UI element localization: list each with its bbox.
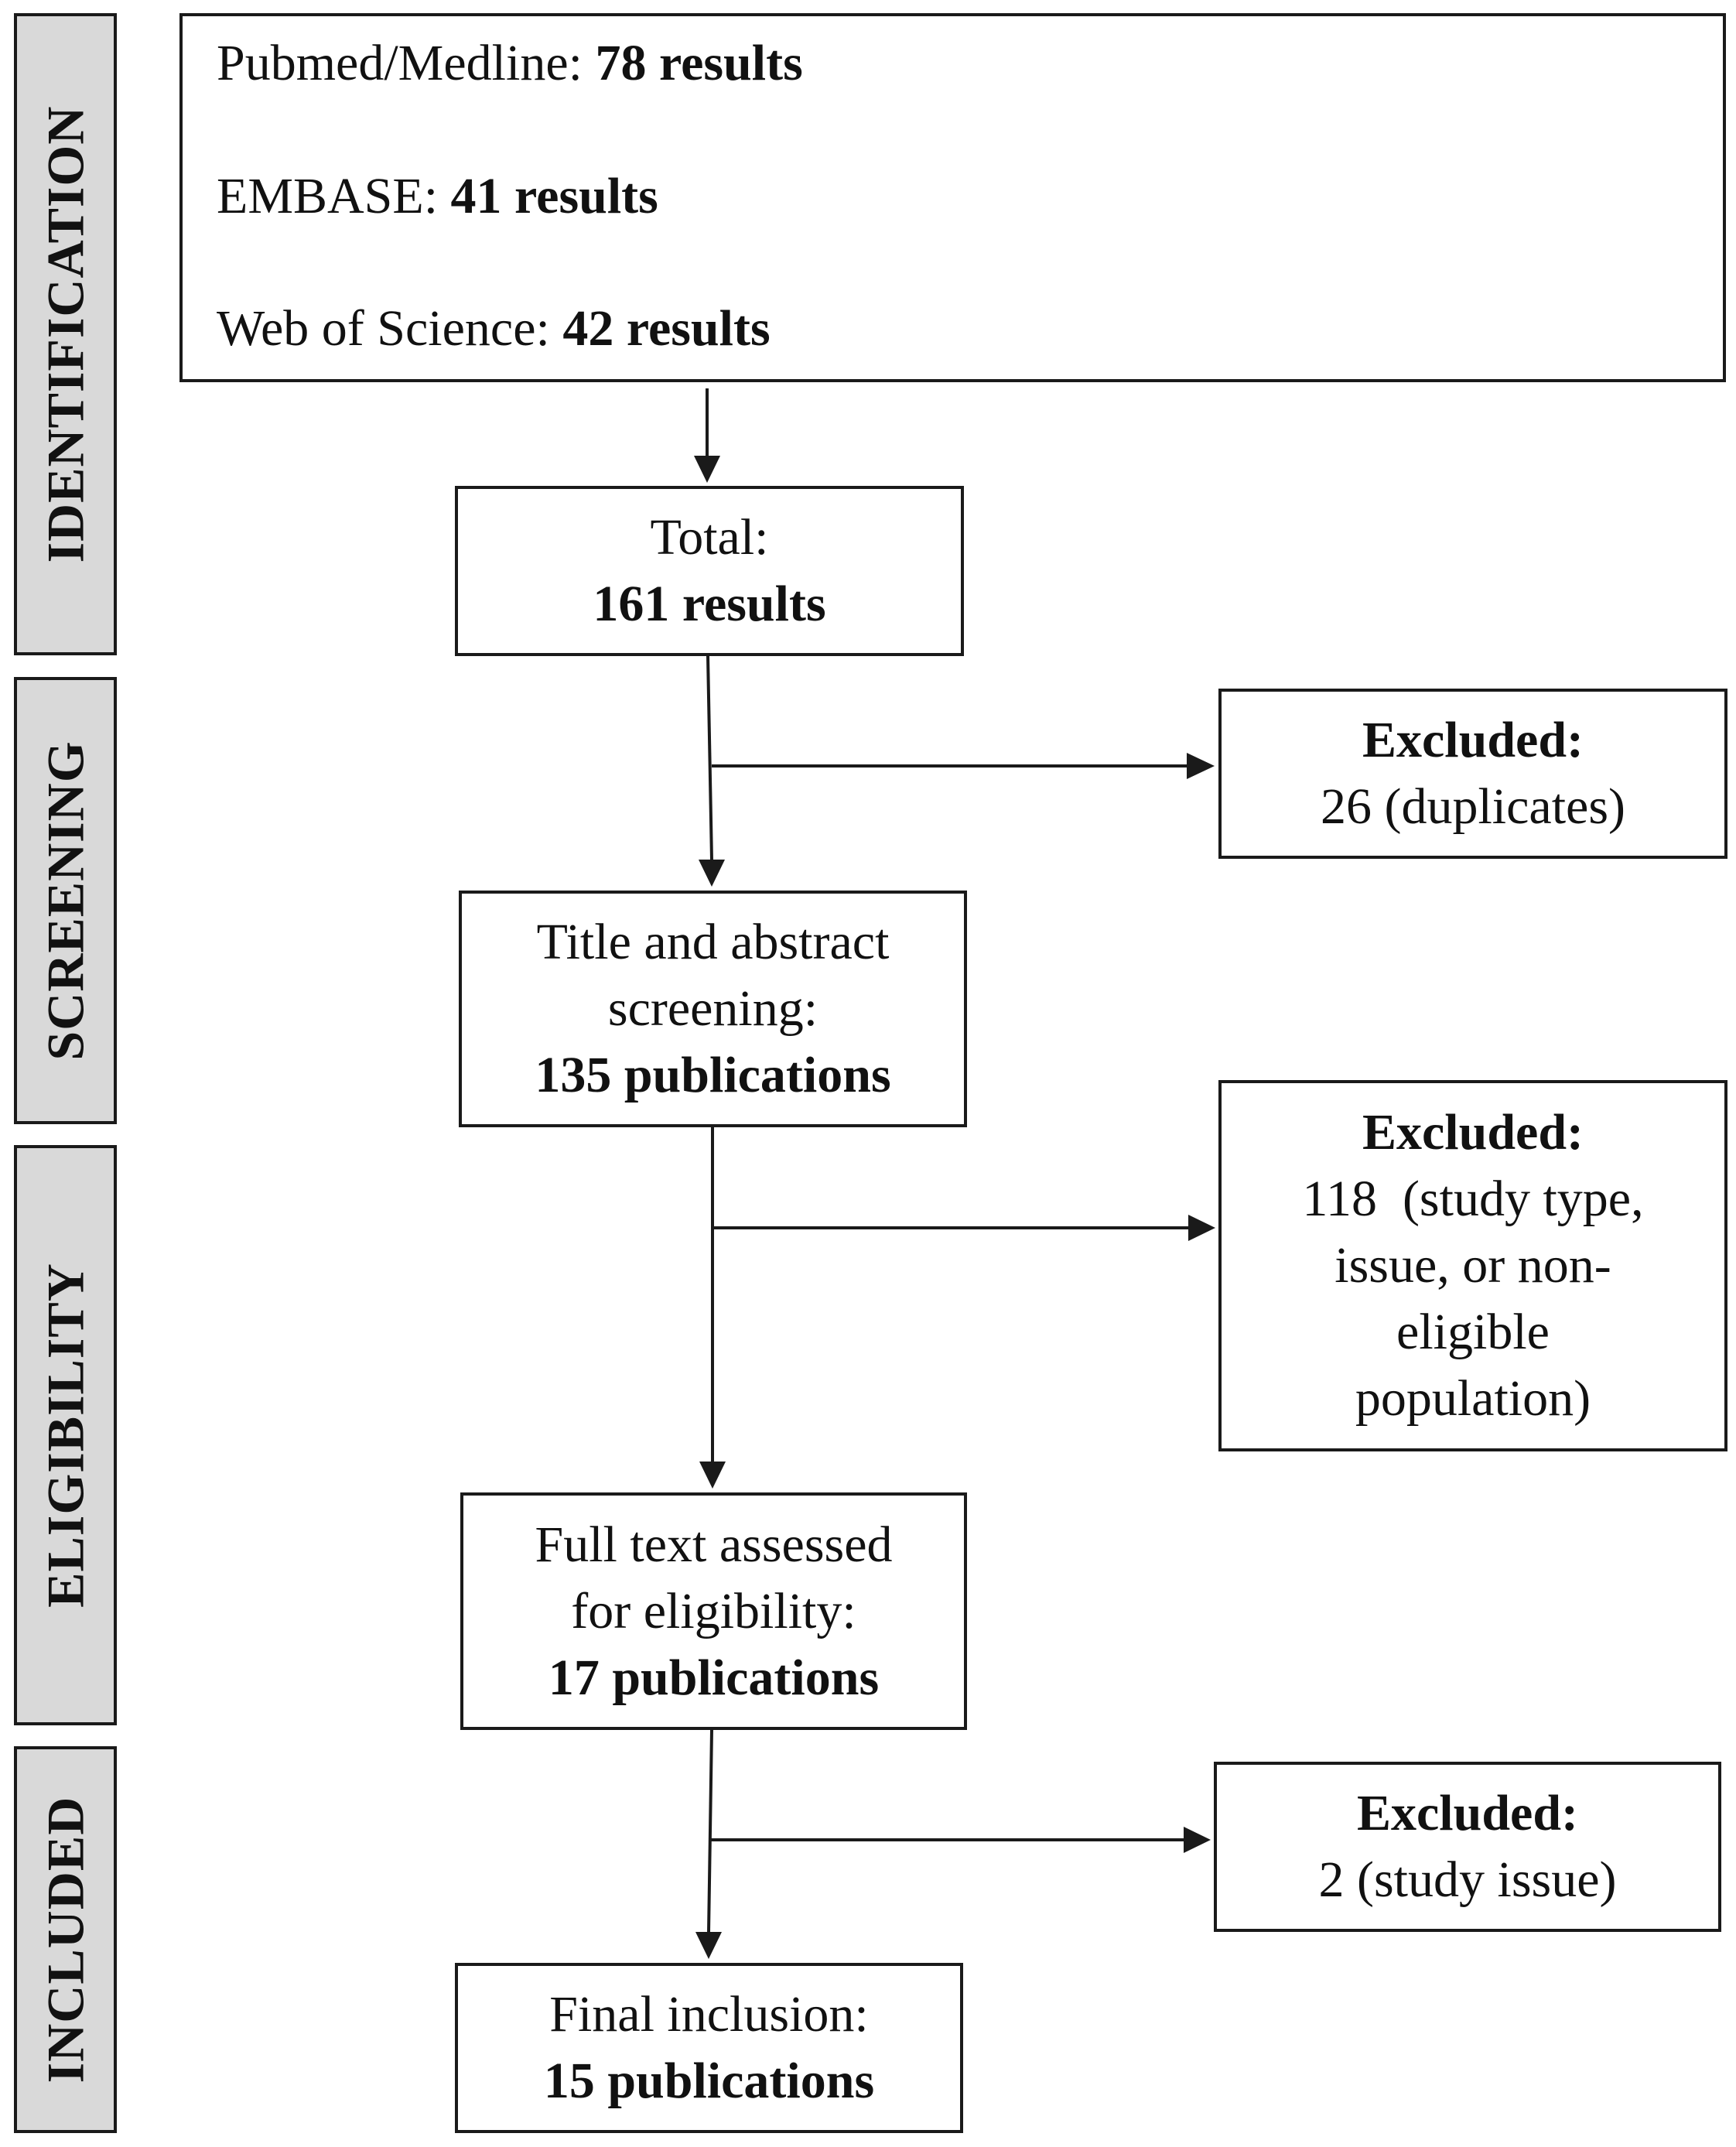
phase-eligibility: ELIGIBILITY xyxy=(14,1145,117,1725)
screening-count: 135 publications xyxy=(535,1047,891,1103)
excluded-screening-line-4: population) xyxy=(1355,1370,1591,1427)
phase-eligibility-label: ELIGIBILITY xyxy=(36,1263,94,1608)
source-wos-name: Web of Science: xyxy=(217,300,550,357)
final-label: Final inclusion: xyxy=(549,1986,869,2043)
arrow-total-to-screening xyxy=(706,655,713,861)
excluded-duplicates-detail: 26 (duplicates) xyxy=(1320,778,1626,835)
fulltext-line-1: Full text assessed xyxy=(535,1516,893,1573)
arrowhead-fulltext xyxy=(699,1462,726,1489)
excluded-fulltext-label: Excluded: xyxy=(1356,1785,1579,1841)
fulltext-count: 17 publications xyxy=(548,1649,880,1706)
fulltext-line-2: for eligibility: xyxy=(571,1582,856,1639)
phase-included: INCLUDED xyxy=(14,1746,117,2133)
source-wos: Web of Science: 42 results xyxy=(217,296,771,362)
total-label: Total: xyxy=(650,509,769,566)
total-count: 161 results xyxy=(593,576,826,632)
arrowhead-screening xyxy=(699,860,725,887)
sources-box: Pubmed/Medline: 78 results EMBASE: 41 re… xyxy=(179,13,1726,382)
excluded-screening-line-2: issue, or non- xyxy=(1334,1237,1611,1294)
total-box: Total: 161 results xyxy=(455,486,964,656)
arrowhead-final xyxy=(695,1932,722,1959)
excluded-fulltext-box: Excluded: 2 (study issue) xyxy=(1214,1762,1721,1932)
source-pubmed: Pubmed/Medline: 78 results xyxy=(217,30,803,97)
screening-line-2: screening: xyxy=(607,980,818,1037)
excluded-fulltext-detail: 2 (study issue) xyxy=(1318,1851,1617,1908)
excluded-screening-line-3: eligible xyxy=(1396,1304,1550,1360)
final-box: Final inclusion: 15 publications xyxy=(455,1963,963,2133)
source-wos-count: 42 results xyxy=(562,300,771,357)
excluded-duplicates-label: Excluded: xyxy=(1362,712,1584,768)
phase-screening: SCREENING xyxy=(14,677,117,1124)
source-embase: EMBASE: 41 results xyxy=(217,163,658,230)
screening-box: Title and abstract screening: 135 public… xyxy=(459,891,967,1127)
arrow-fulltext-to-final xyxy=(707,1729,713,1933)
phase-included-label: INCLUDED xyxy=(36,1796,94,2084)
source-pubmed-name: Pubmed/Medline: xyxy=(217,35,583,91)
source-pubmed-count: 78 results xyxy=(595,35,803,91)
excluded-screening-box: Excluded: 118 (study type, issue, or non… xyxy=(1218,1080,1727,1451)
fulltext-box: Full text assessed for eligibility: 17 p… xyxy=(460,1492,967,1730)
arrowhead-total xyxy=(694,456,720,483)
excluded-screening-label: Excluded: xyxy=(1362,1104,1584,1161)
arrowhead-excluded-screening xyxy=(1188,1215,1215,1241)
source-embase-name: EMBASE: xyxy=(217,167,439,224)
phase-identification: IDENTIFICATION xyxy=(14,13,117,655)
phase-screening-label: SCREENING xyxy=(36,740,94,1061)
arrowhead-excluded-duplicates xyxy=(1187,753,1215,779)
screening-line-1: Title and abstract xyxy=(536,914,890,970)
excluded-duplicates-box: Excluded: 26 (duplicates) xyxy=(1218,689,1727,859)
excluded-screening-line-1: 118 (study type, xyxy=(1302,1171,1644,1227)
source-embase-count: 41 results xyxy=(450,167,658,224)
arrowhead-excluded-fulltext xyxy=(1184,1827,1211,1853)
phase-identification-label: IDENTIFICATION xyxy=(36,105,94,563)
final-count: 15 publications xyxy=(543,2053,875,2109)
